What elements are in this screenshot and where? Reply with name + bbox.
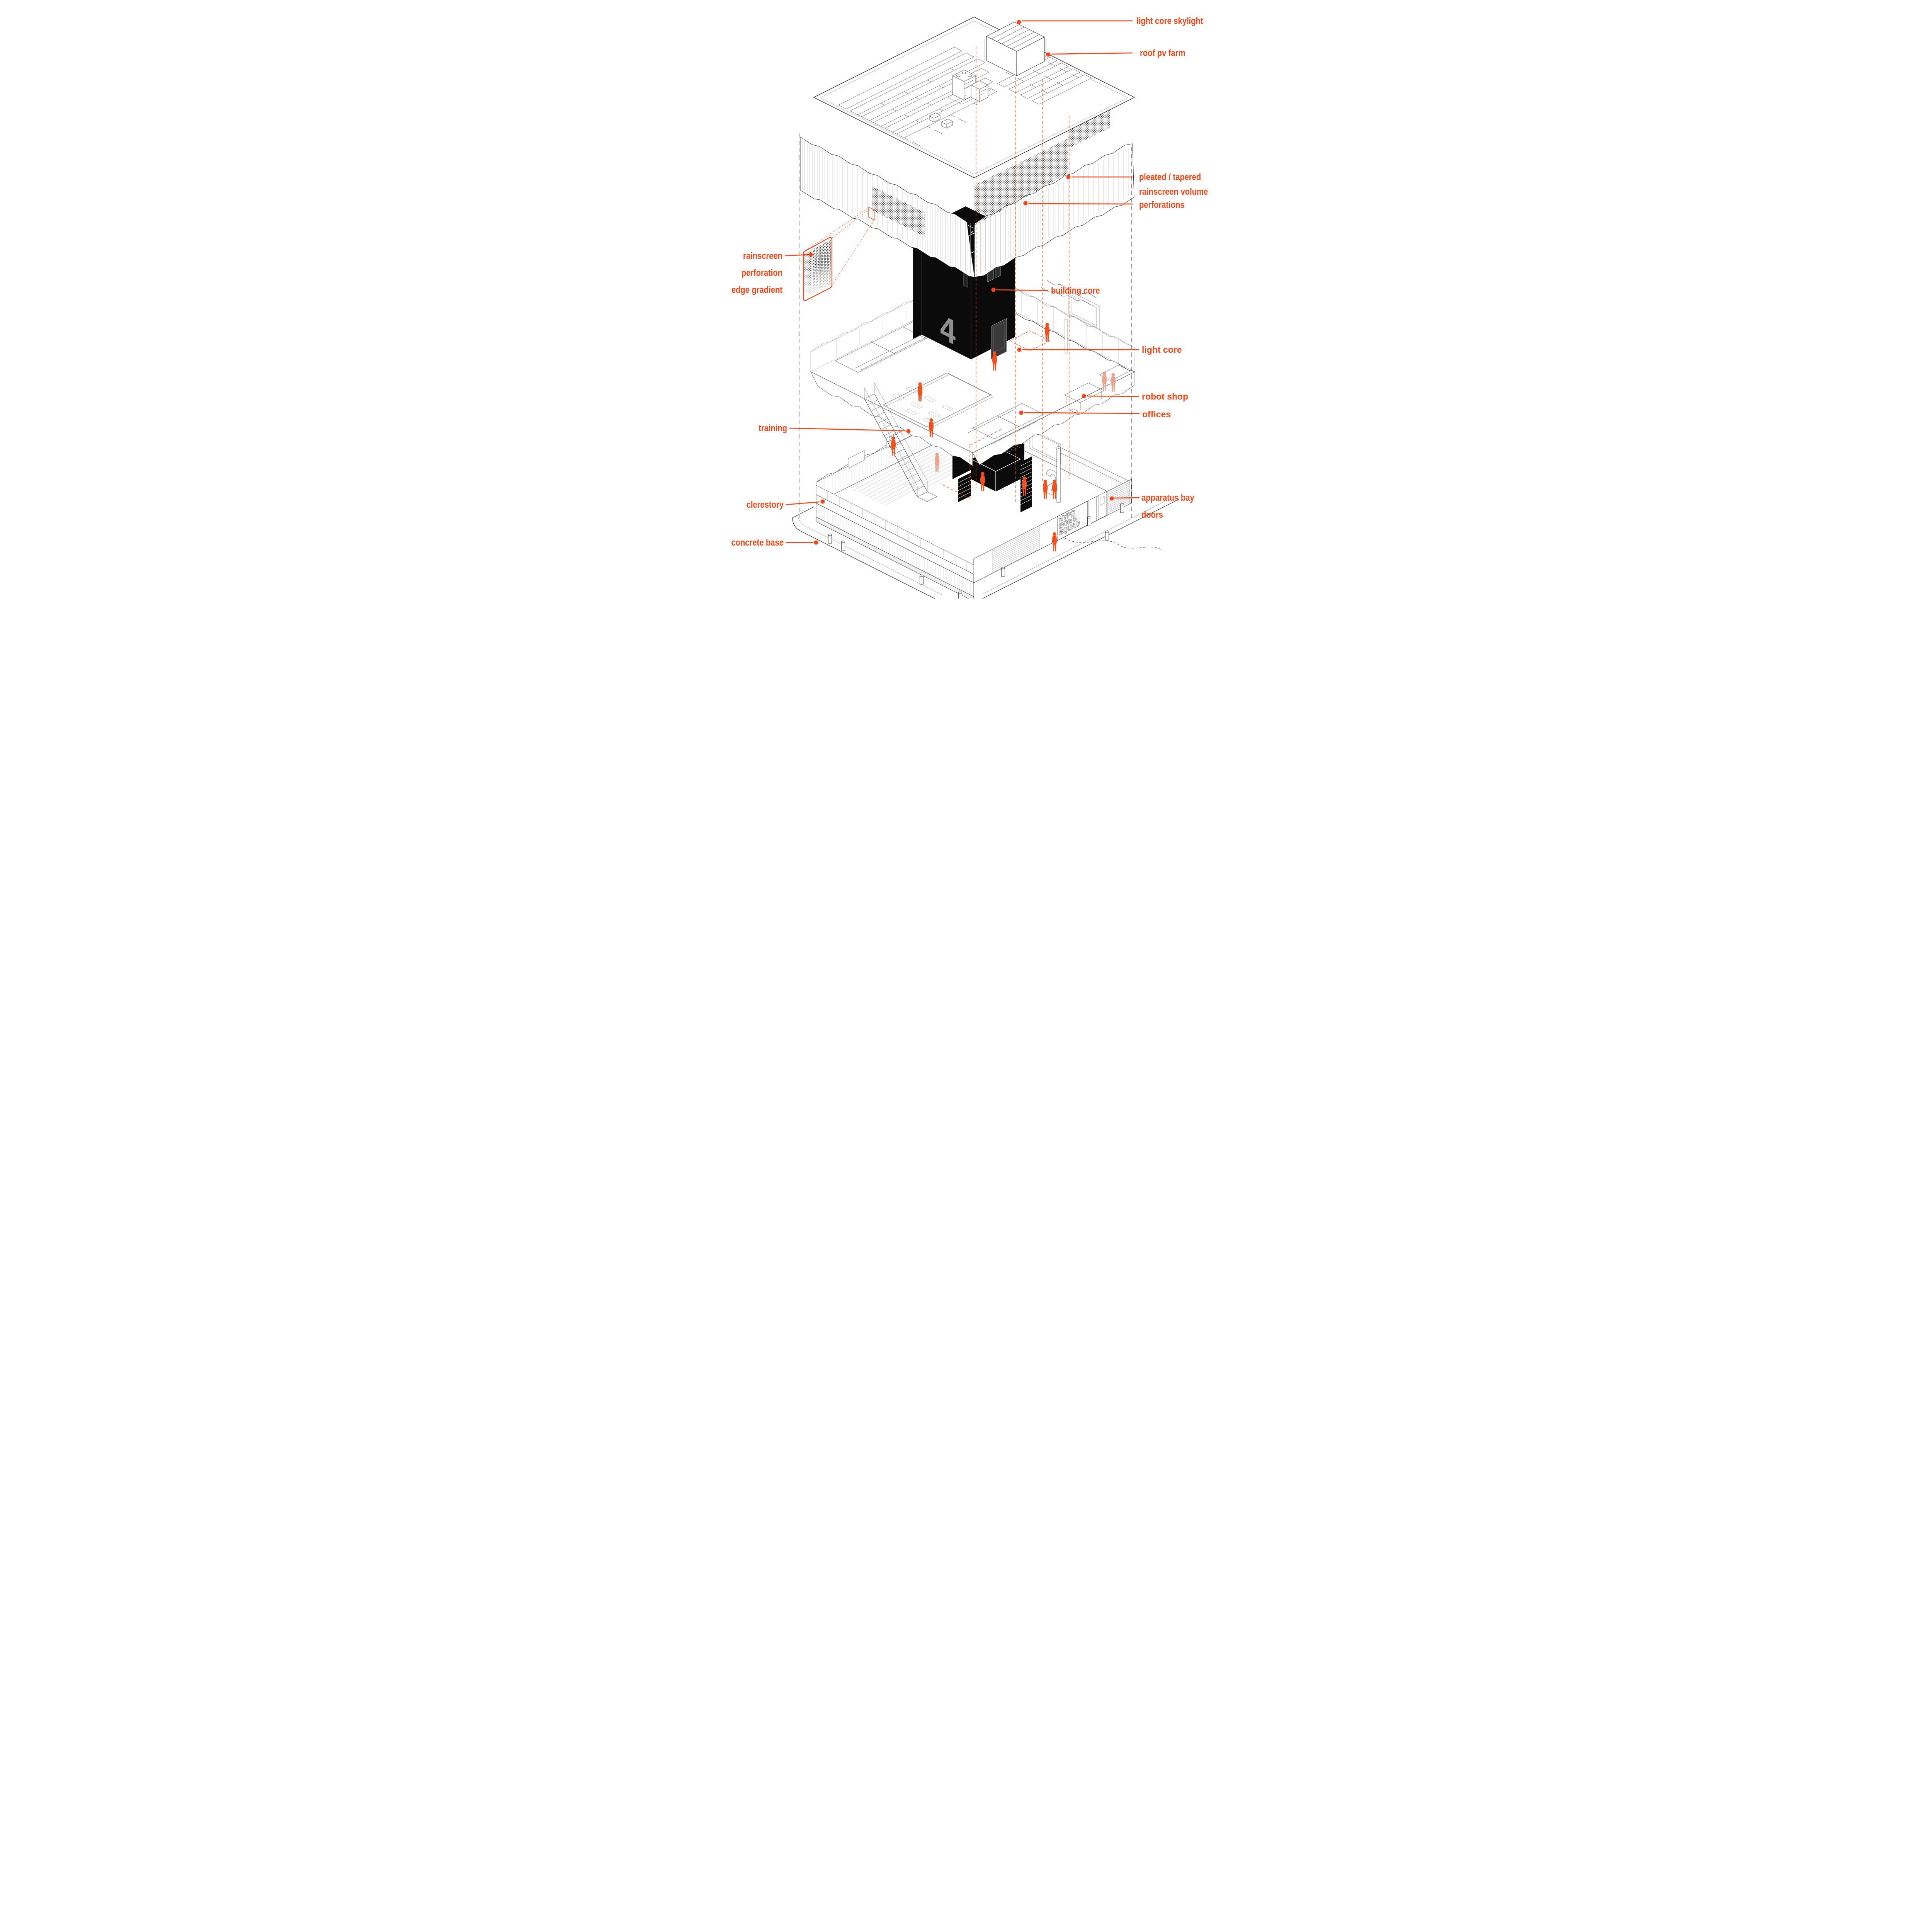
label-perforation: perforation — [742, 267, 782, 278]
label-apparatus-bay: apparatus bay — [1141, 492, 1194, 503]
label-rainscreen-volume: rainscreen volume — [1139, 186, 1208, 197]
interior-post — [1065, 319, 1068, 354]
ground-sw-wall — [816, 485, 974, 599]
entry-door — [1098, 491, 1107, 520]
exploded-axonometric-page: 2 NYPD BOMB SQUAD — [721, 0, 1211, 599]
label-light-core: light core — [1142, 345, 1182, 355]
training-room — [882, 372, 994, 429]
ground-se-wall: NYPD BOMB SQUAD — [973, 479, 1132, 583]
label-perforations: perforations — [1139, 199, 1185, 210]
building-core-level-numeral: 4 — [940, 307, 956, 353]
label-edge-gradient: edge gradient — [731, 284, 783, 295]
leader-lines — [784, 20, 1140, 543]
detail-source-marker — [868, 206, 875, 221]
roof-pv-array-right — [997, 56, 1092, 105]
torn-edge-lines — [1041, 280, 1097, 305]
site-ground-plane — [792, 497, 1179, 599]
label-building-core: building core — [1051, 285, 1100, 296]
concrete-base-curb — [816, 517, 974, 599]
apparatus-bay-door — [992, 525, 1040, 573]
leader-dots — [808, 20, 1114, 545]
label-pleated-tapered: pleated / tapered — [1139, 172, 1201, 182]
label-apparatus-doors: doors — [1141, 509, 1163, 520]
nypd-bomb-squad-sign: NYPD BOMB SQUAD — [1057, 501, 1088, 541]
label-light-core-skylight: light core skylight — [1136, 15, 1203, 26]
bounding-dashed-lines — [799, 133, 1132, 520]
exploded-axonometric-diagram: 2 NYPD BOMB SQUAD — [731, 15, 1208, 599]
label-training: training — [759, 423, 787, 433]
exterior-stair — [864, 383, 937, 502]
perforation-patch — [1068, 107, 1110, 148]
robot-shop-area — [1064, 365, 1131, 413]
window — [848, 450, 865, 469]
perforation-patch — [872, 186, 925, 236]
label-robot-shop: robot shop — [1142, 391, 1188, 401]
label-roof-pv-farm: roof pv farm — [1140, 48, 1185, 58]
rooftop-hvac-units — [929, 70, 992, 129]
label-clerestory: clerestory — [747, 499, 784, 510]
utility-dashed-line — [1064, 537, 1162, 550]
light-core-skylight-box — [985, 22, 1046, 76]
apparatus-bay-door — [1107, 480, 1130, 515]
label-rainscreen: rainscreen — [743, 250, 782, 261]
window-frame — [1068, 290, 1100, 330]
annotation-labels: light core skylight roof pv farm pleated… — [731, 15, 1208, 548]
label-offices: offices — [1142, 409, 1171, 419]
perforation-patch — [974, 138, 1068, 226]
roof-plate — [813, 17, 1135, 178]
label-concrete-base: concrete base — [731, 537, 784, 548]
